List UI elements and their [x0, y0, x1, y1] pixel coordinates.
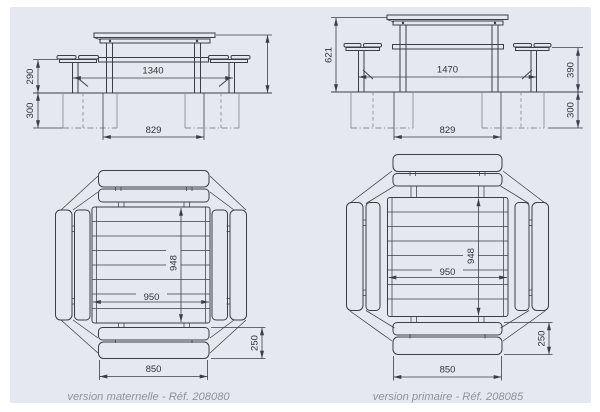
- support-struts: [349, 170, 546, 342]
- table-plan: [387, 197, 509, 317]
- sheet-background: [10, 7, 591, 403]
- dim-table-width: 950: [440, 267, 456, 278]
- dim-table-depth: 948: [168, 255, 179, 271]
- dim-bench-length: 850: [146, 364, 162, 375]
- bench-plan-top: [98, 170, 210, 207]
- dim-bench-width: 250: [249, 335, 260, 351]
- caption-primaire: version primaire - Réf. 208085: [373, 391, 524, 403]
- plan-primaire-view: 948 950 850 250 version primaire - Réf. …: [346, 154, 553, 403]
- dim-seat-height: 390: [565, 62, 576, 78]
- bench-plan-left: [55, 209, 91, 321]
- dim-anchor-spacing: 829: [146, 125, 162, 136]
- bench-plan-bottom: [98, 323, 210, 359]
- bench-plan-left: [346, 202, 381, 311]
- dim-table-height: 621: [323, 47, 334, 63]
- dim-anchor-depth: 300: [25, 103, 36, 119]
- elevation-primaire-view: 621 1470 390 300 829: [323, 14, 583, 140]
- dim-table-width: 950: [144, 292, 160, 303]
- dim-overall-length: 1340: [142, 66, 163, 77]
- dimensions: 621 1470 390 300 829: [323, 17, 583, 139]
- support-struts: [60, 175, 247, 354]
- dim-anchor-spacing: 829: [440, 125, 456, 136]
- dim-seat-height: 290: [25, 69, 36, 85]
- dimensions: 290 300 1340 829: [25, 34, 272, 139]
- dim-anchor-depth: 300: [565, 102, 576, 118]
- ground-anchors: [62, 93, 240, 140]
- bench-plan-bottom: [392, 316, 503, 355]
- dimensions: 948 950 850 250: [93, 208, 266, 380]
- elevation-maternelle-view: 290 300 1340 829: [25, 32, 272, 140]
- dim-bench-length: 850: [440, 365, 456, 376]
- caption-maternelle: version maternelle - Réf. 208080: [67, 391, 230, 403]
- dim-bench-width: 250: [536, 331, 547, 347]
- dim-table-depth: 948: [466, 248, 477, 264]
- ground-anchors: [350, 92, 545, 140]
- bench-plan-right: [211, 209, 247, 321]
- dim-overall-length: 1470: [437, 65, 458, 76]
- dimensions: 948 950 850 250: [388, 198, 553, 381]
- plan-maternelle-view: 948 950 850 250 version maternelle - Réf…: [55, 170, 266, 403]
- bench-plan-right: [514, 202, 549, 311]
- bench-plan-top: [392, 154, 503, 198]
